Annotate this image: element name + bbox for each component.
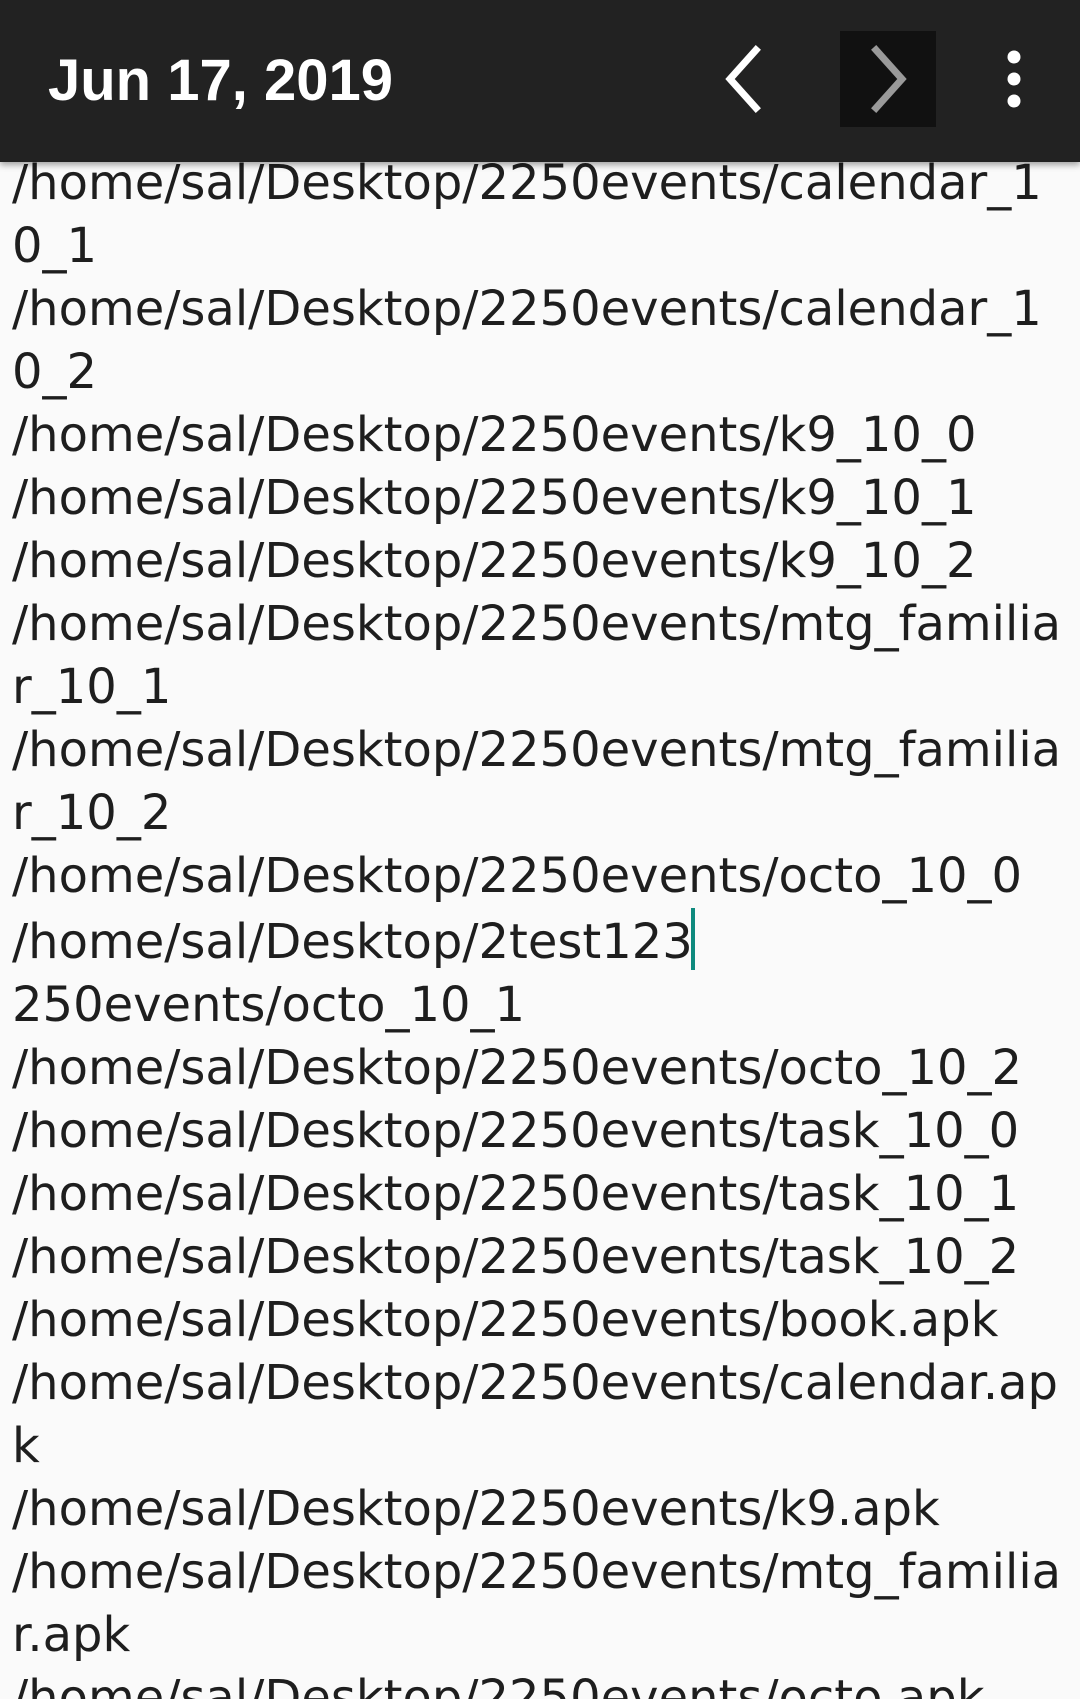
editor-text-after-cursor: 250events/octo_10_1 /home/sal/Desktop/22… (12, 977, 1062, 1699)
top-app-bar: Jun 17, 2019 (0, 0, 1080, 162)
previous-day-button[interactable] (696, 31, 792, 127)
overflow-menu-button[interactable] (978, 31, 1050, 127)
chevron-left-icon (725, 45, 761, 113)
more-vert-icon (1007, 50, 1021, 108)
chevron-right-icon (871, 45, 907, 113)
page-title: Jun 17, 2019 (48, 48, 393, 113)
note-text-editor[interactable]: /home/sal/Desktop/2250events/calendar_10… (0, 152, 1080, 1699)
editor-text-before-cursor: /home/sal/Desktop/2250events/calendar_10… (12, 155, 1062, 970)
editor-scroll-area[interactable]: /home/sal/Desktop/2250events/calendar_10… (0, 152, 1080, 1699)
next-day-button[interactable] (840, 31, 936, 127)
text-cursor (690, 908, 695, 970)
